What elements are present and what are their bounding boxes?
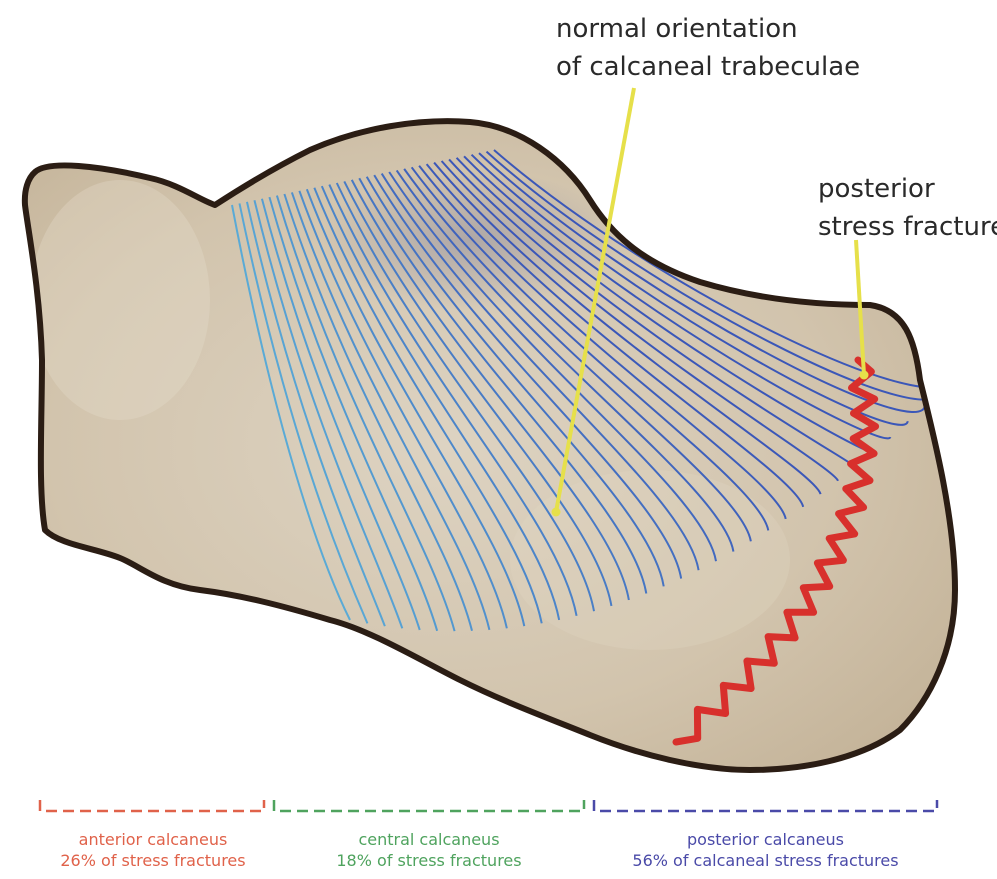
region-stat-posterior: 56% of calcaneal stress fractures (594, 850, 937, 871)
bracket-anterior (40, 800, 264, 811)
region-label-central: central calcaneus 18% of stress fracture… (274, 829, 584, 871)
region-name-central: central calcaneus (274, 829, 584, 850)
region-stat-anterior: 26% of stress fractures (40, 850, 266, 871)
trabeculae-callout-line1: normal orientation (556, 10, 860, 48)
bracket-posterior (594, 800, 937, 811)
trabeculae-callout: normal orientation of calcaneal trabecul… (556, 10, 860, 86)
region-label-posterior: posterior calcaneus 56% of calcaneal str… (594, 829, 937, 871)
bracket-central (274, 800, 584, 811)
region-label-anterior: anterior calcaneus 26% of stress fractur… (40, 829, 266, 871)
region-stat-central: 18% of stress fractures (274, 850, 584, 871)
trabeculae-callout-line2: of calcaneal trabeculae (556, 48, 860, 86)
fracture-callout-line1: posterior (818, 170, 997, 208)
region-name-posterior: posterior calcaneus (594, 829, 937, 850)
fracture-pointer-dot (860, 371, 869, 380)
fracture-callout: posterior stress fracture (818, 170, 997, 246)
trabeculae-pointer-dot (552, 508, 561, 517)
fracture-callout-line2: stress fracture (818, 208, 997, 246)
region-name-anterior: anterior calcaneus (40, 829, 266, 850)
